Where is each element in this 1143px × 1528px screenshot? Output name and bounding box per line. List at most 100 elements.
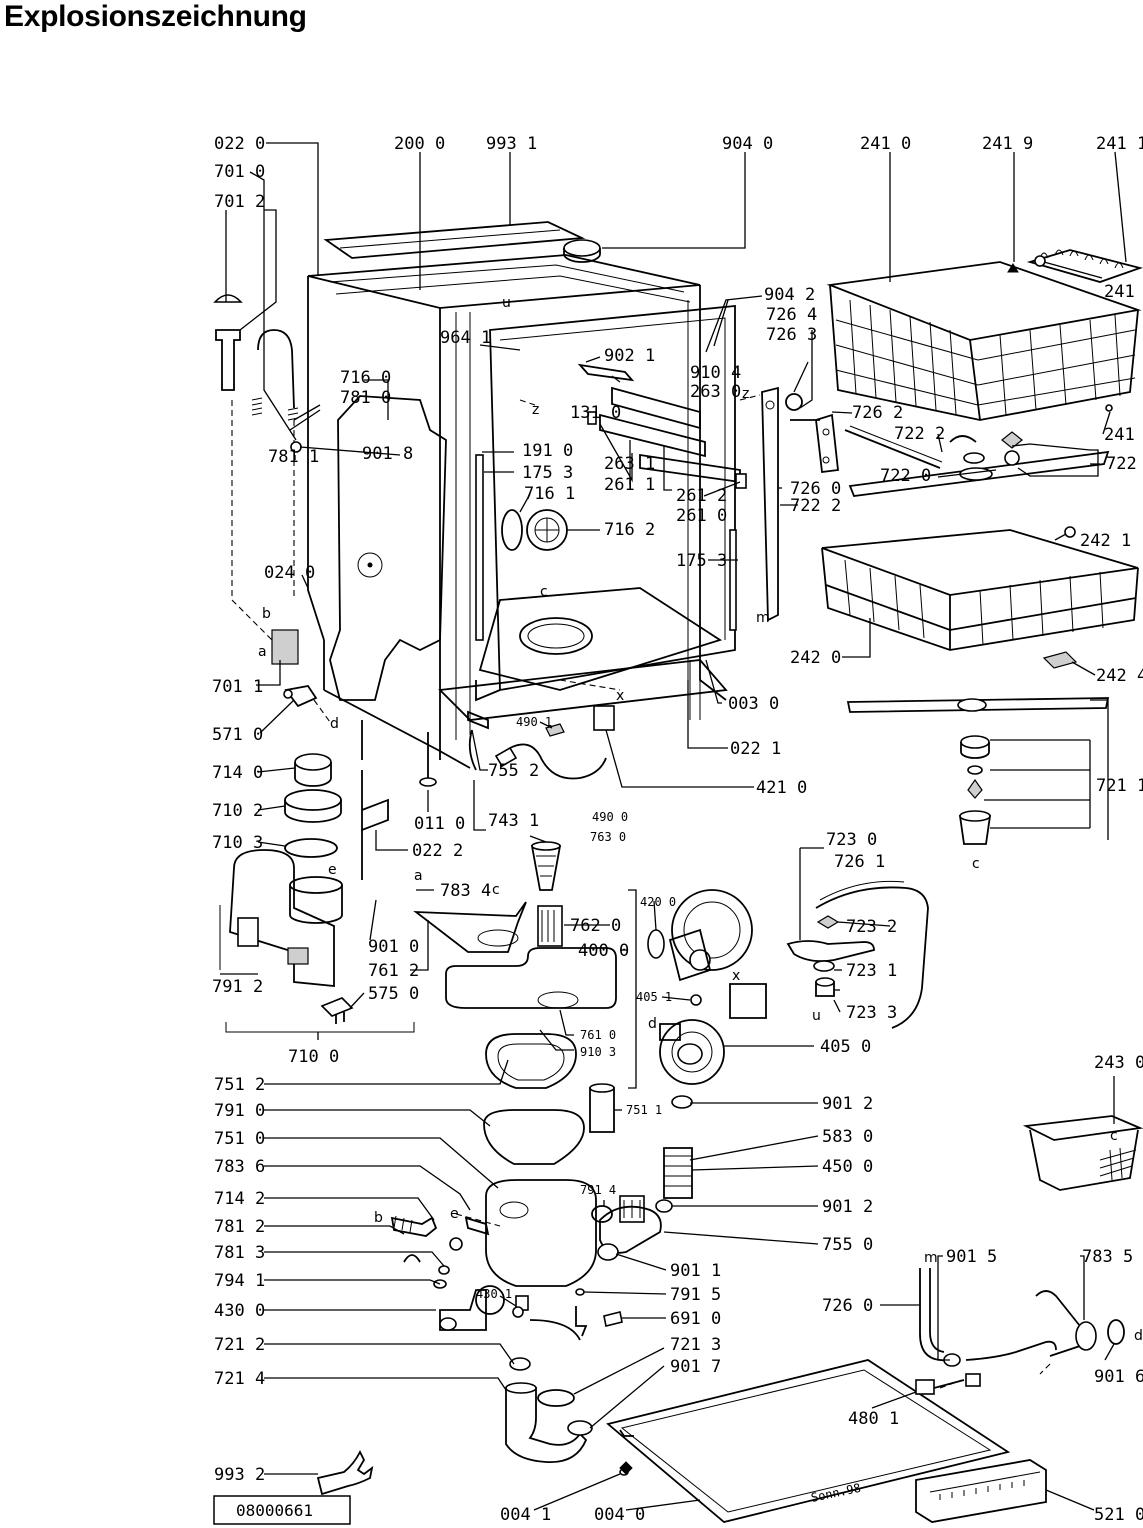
part-label: 783 4 <box>440 881 491 901</box>
part-label: 200 0 <box>394 134 445 154</box>
part-label: 480 1 <box>848 1409 899 1429</box>
upper-spray-arm-drawing <box>848 431 1110 497</box>
connection-letter: u <box>502 295 511 311</box>
part-label: 241 1 <box>1096 134 1143 154</box>
part-label: 421 0 <box>756 778 807 798</box>
part-label: 701 2 <box>214 192 265 212</box>
connection-letter: c <box>492 882 500 898</box>
part-label: 710 3 <box>212 833 263 853</box>
upper-basket-drawing <box>826 261 1142 421</box>
part-label: 726 0 <box>790 479 841 499</box>
connection-letter: c <box>1110 1128 1118 1144</box>
part-label: 450 0 <box>822 1157 873 1177</box>
part-label: 722 0 <box>1106 454 1143 474</box>
part-label: 022 2 <box>412 841 463 861</box>
part-label: 420 0 <box>640 895 676 909</box>
part-label: 261 2 <box>676 486 727 506</box>
connection-letter: z <box>532 402 539 418</box>
part-label: 242 0 <box>790 648 841 668</box>
part-label: 755 2 <box>488 761 539 781</box>
clip-004-1-drawing <box>619 1461 633 1475</box>
part-label: 710 2 <box>212 801 263 821</box>
heater-assembly-drawing <box>655 1095 693 1213</box>
cup-rack-drawing <box>1026 249 1143 283</box>
part-label: 722 0 <box>880 466 931 486</box>
part-label: 710 0 <box>288 1047 339 1067</box>
part-751-1-drawing <box>589 1083 615 1133</box>
drain-hose-assembly-drawing <box>213 294 302 665</box>
part-label: 781 1 <box>268 447 319 467</box>
part-label: 490 0 <box>592 810 628 824</box>
part-label: 902 1 <box>604 346 655 366</box>
part-number-labels: 022 0 200 0 993 1 904 0 241 0 241 9 241 … <box>212 134 1143 1525</box>
part-label: 242 1 <box>1080 531 1131 551</box>
salt-container-drawing <box>219 849 343 987</box>
part-label: 901 7 <box>670 1357 721 1377</box>
part-label: 791 0 <box>214 1101 265 1121</box>
part-label: 781 0 <box>340 388 391 408</box>
hinge-parts-drawing <box>761 386 943 622</box>
part-label: 261 0 <box>676 506 727 526</box>
part-label: 022 1 <box>730 739 781 759</box>
cover-761-2-drawing <box>413 901 527 953</box>
leader-lines <box>220 142 1127 1511</box>
part-label: 241 0 <box>860 134 911 154</box>
panel-521-drawing <box>915 1459 1047 1523</box>
part-label: 721 2 <box>214 1335 265 1355</box>
plate-022-2-drawing <box>361 720 389 880</box>
switch-575-drawing <box>320 997 354 1024</box>
part-label: 716 2 <box>604 520 655 540</box>
part-label: 241 8 <box>1104 425 1143 445</box>
part-label: 901 5 <box>946 1247 997 1267</box>
connector-480-drawing <box>915 1373 981 1395</box>
pipe-755-0-drawing <box>597 1205 662 1261</box>
part-label: 003 0 <box>728 694 779 714</box>
pump-housing-drawing <box>659 1019 725 1085</box>
connection-letters: b a d z z u m c x c e a c x d u b e m d … <box>258 295 1143 1344</box>
part-label: 571 0 <box>212 725 263 745</box>
wrench-drawing <box>316 1449 374 1496</box>
drawing-signature: Sonn.98 <box>810 1481 862 1505</box>
connection-letter: c <box>540 584 548 600</box>
document-code: 08000661 <box>236 1501 313 1520</box>
inner-spray-parts-drawing <box>501 509 568 551</box>
part-label: 791 4 <box>580 1183 616 1197</box>
side-insulation-drawing <box>329 395 447 701</box>
part-label: 791 2 <box>212 977 263 997</box>
connection-letter: x <box>732 968 740 984</box>
seals-drawing <box>483 1033 585 1165</box>
part-label: 964 1 <box>440 328 491 348</box>
part-label: 722 2 <box>790 496 841 516</box>
part-label: 701 1 <box>212 677 263 697</box>
part-label: 490 1 <box>516 715 552 729</box>
part-label: 521 0 <box>1094 1505 1143 1525</box>
document-code-box: 08000661 <box>213 1495 351 1525</box>
connection-letter: e <box>450 1206 459 1222</box>
part-label: 241 9 <box>982 134 1033 154</box>
fine-filter-761-drawing <box>445 947 617 1009</box>
lower-spray-arm-drawing <box>846 697 1110 845</box>
part-label: 783 6 <box>214 1157 265 1177</box>
part-label: 901 2 <box>822 1094 873 1114</box>
part-label: 191 0 <box>522 441 573 461</box>
connection-letter: d <box>648 1016 657 1032</box>
part-label: 993 1 <box>486 134 537 154</box>
part-label: 743 1 <box>488 811 539 831</box>
part-label: 755 0 <box>822 1235 873 1255</box>
part-label: 242 4 <box>1096 666 1143 686</box>
part-label: 726 2 <box>852 403 903 423</box>
part-label: 714 0 <box>212 763 263 783</box>
screw-011-drawing <box>419 732 437 787</box>
connection-letter: b <box>262 606 271 622</box>
insulation-strip-drawing <box>323 221 586 259</box>
hose-726-0-drawing <box>919 1268 1057 1367</box>
part-label: 263 1 <box>604 454 655 474</box>
part-label: 691 0 <box>670 1309 721 1329</box>
part-label: 751 1 <box>626 1103 662 1117</box>
part-label: 901 8 <box>362 444 413 464</box>
part-label: 726 0 <box>822 1296 873 1316</box>
pump-valve-group-drawing <box>390 1213 505 1331</box>
part-label: 751 0 <box>214 1129 265 1149</box>
part-label: 175 3 <box>522 463 573 483</box>
part-label: 261 1 <box>604 475 655 495</box>
